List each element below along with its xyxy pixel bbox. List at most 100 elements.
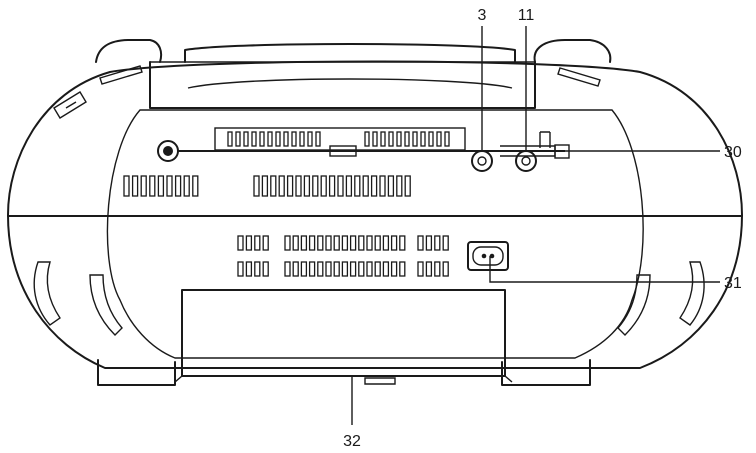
- vent-slot: [434, 235, 441, 251]
- vent-slot: [390, 261, 398, 277]
- vent-slot: [245, 261, 253, 277]
- vent-slot: [372, 131, 378, 147]
- vent-slot: [420, 131, 426, 147]
- boombox-body: [7, 60, 743, 386]
- telescopic-antenna: [157, 131, 570, 162]
- right-bumper: [533, 39, 705, 336]
- vent-slot: [434, 261, 441, 277]
- vent-slot: [354, 175, 361, 197]
- top-slot-left-group: [227, 131, 321, 147]
- vent-slot: [149, 175, 156, 197]
- vent-slot: [157, 175, 165, 197]
- vent-slot: [292, 261, 299, 277]
- vent-slot: [278, 175, 285, 197]
- ac-power-socket: [467, 241, 509, 271]
- vent-slot: [382, 261, 390, 277]
- vent-slot: [286, 175, 294, 197]
- vent-slot: [358, 235, 365, 251]
- vent-slot: [328, 175, 336, 197]
- jack-3: [471, 150, 493, 172]
- vent-slot: [300, 235, 308, 251]
- vent-slot: [428, 131, 434, 147]
- vent-slot: [253, 175, 260, 197]
- vent-slot: [261, 175, 269, 197]
- vent-slot: [374, 261, 381, 277]
- vent-slot: [192, 175, 199, 197]
- vent-slot: [262, 261, 269, 277]
- vent-slot: [382, 235, 390, 251]
- vent-slot: [366, 235, 373, 251]
- vent-slot: [283, 131, 289, 147]
- vent-slot: [333, 235, 340, 251]
- vent-slot: [131, 175, 139, 197]
- vent-slot: [235, 131, 241, 147]
- vent-slot: [374, 235, 381, 251]
- vent-slot: [390, 235, 398, 251]
- vent-slot: [341, 235, 349, 251]
- vent-slot: [362, 175, 369, 197]
- vent-slot: [292, 235, 299, 251]
- leader-lines: [351, 26, 720, 425]
- vent-slot: [183, 175, 190, 197]
- callout-3: 3: [478, 7, 487, 24]
- vent-slot: [270, 175, 277, 197]
- vent-slot: [436, 131, 442, 147]
- vent-slot: [284, 261, 291, 277]
- vent-slot: [315, 131, 321, 147]
- vent-slot: [254, 235, 261, 251]
- battery-compartment-cover: [174, 289, 513, 383]
- vent-slot: [237, 261, 244, 277]
- vent-slot: [317, 261, 324, 277]
- vent-slot: [308, 261, 316, 277]
- left-bumper: [33, 39, 163, 336]
- vent-slot: [166, 175, 173, 197]
- vent-slot: [412, 131, 418, 147]
- vent-slot: [275, 131, 281, 147]
- vent-slot: [308, 235, 316, 251]
- vent-slot: [417, 261, 424, 277]
- callout-31: 31: [724, 275, 742, 292]
- vent-slot: [396, 131, 402, 147]
- vent-slot: [349, 261, 357, 277]
- vent-slot: [174, 175, 182, 197]
- vent-slot: [345, 175, 353, 197]
- vent-slot: [444, 131, 450, 147]
- vent-slot: [312, 175, 319, 197]
- vent-slot: [442, 261, 449, 277]
- upper-vent-left-group: [123, 175, 199, 197]
- vent-slot: [425, 235, 433, 251]
- vent-slot: [364, 131, 370, 147]
- callout-32: 32: [343, 433, 361, 450]
- vent-slot: [388, 131, 394, 147]
- vent-slot: [325, 261, 332, 277]
- vent-slot: [251, 131, 257, 147]
- vent-slot: [380, 131, 386, 147]
- lower-vents-group: [237, 235, 449, 277]
- vent-slot: [123, 175, 130, 197]
- callout-30: 30: [724, 144, 742, 161]
- vent-slot: [333, 261, 340, 277]
- vent-slot: [399, 261, 406, 277]
- upper-vent-right-group: [253, 175, 411, 197]
- vent-slot: [358, 261, 365, 277]
- vent-slot: [303, 175, 311, 197]
- vent-slot: [291, 131, 297, 147]
- vent-slot: [366, 261, 373, 277]
- vent-slot: [237, 235, 244, 251]
- vent-slot: [259, 131, 265, 147]
- vent-slot: [295, 175, 302, 197]
- jack-11: [515, 150, 537, 172]
- vent-slot: [317, 235, 324, 251]
- vent-slot: [325, 235, 332, 251]
- vent-slot: [245, 235, 253, 251]
- vent-slot: [284, 235, 291, 251]
- vent-slot: [404, 175, 411, 197]
- vent-slot: [254, 261, 261, 277]
- carry-handle: [149, 43, 536, 109]
- vent-slot: [396, 175, 403, 197]
- vent-slot: [227, 131, 233, 147]
- vent-slot: [299, 131, 305, 147]
- vent-slot: [307, 131, 313, 147]
- vent-slot: [442, 235, 449, 251]
